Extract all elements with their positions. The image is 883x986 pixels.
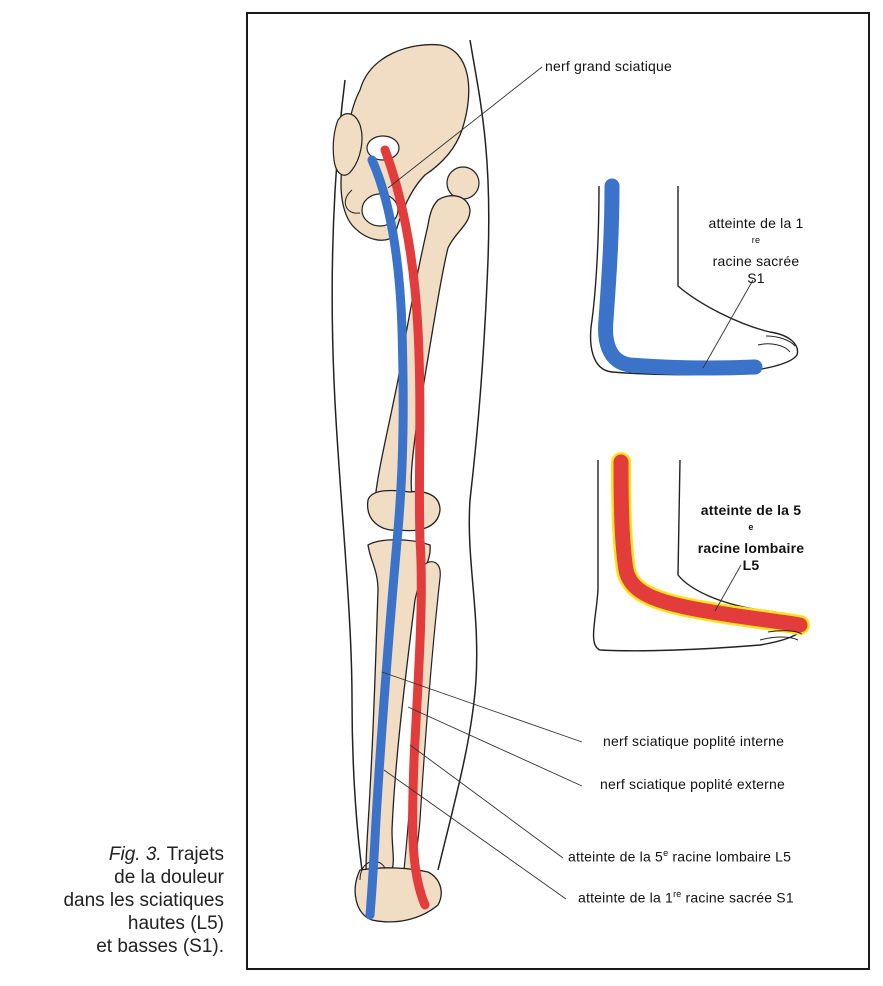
foot-s1-line3: S1 <box>747 269 765 286</box>
nerve-blue-s1 <box>365 155 408 920</box>
foot-s1-illustration <box>589 178 799 376</box>
nerve-red-l5 <box>380 145 430 910</box>
leader-lines <box>381 66 583 900</box>
caption-line4: hautes (L5) <box>127 913 224 934</box>
foot-l5-line2: racine lombaire <box>697 539 805 556</box>
label-poplite-externe: nerf sciatique poplité externe <box>600 776 785 792</box>
foot-s1-line2: racine sacrée <box>712 252 800 269</box>
body-outline <box>331 39 490 871</box>
caption-fig-number: Fig. 3. <box>108 844 162 865</box>
nerve-paths <box>365 145 430 920</box>
caption-line2: de la douleur <box>114 867 224 888</box>
label-nerf-grand-sciatique: nerf grand sciatique <box>545 58 672 74</box>
label-l5: atteinte de la 5e racine lombaire L5 <box>568 848 792 865</box>
figure-caption: Fig. 3. Trajets de la douleur dans les s… <box>0 843 224 958</box>
caption-line3: dans les sciatiques <box>63 890 224 911</box>
foot-l5-illustration <box>592 452 810 652</box>
caption-line1: Trajets <box>166 844 224 865</box>
caption-line5: et basses (S1). <box>96 936 224 957</box>
label-poplite-interne: nerf sciatique poplité interne <box>603 733 785 749</box>
label-s1: atteinte de la 1re racine sacrée S1 <box>578 889 794 906</box>
foot-l5-line3: L5 <box>742 556 760 573</box>
